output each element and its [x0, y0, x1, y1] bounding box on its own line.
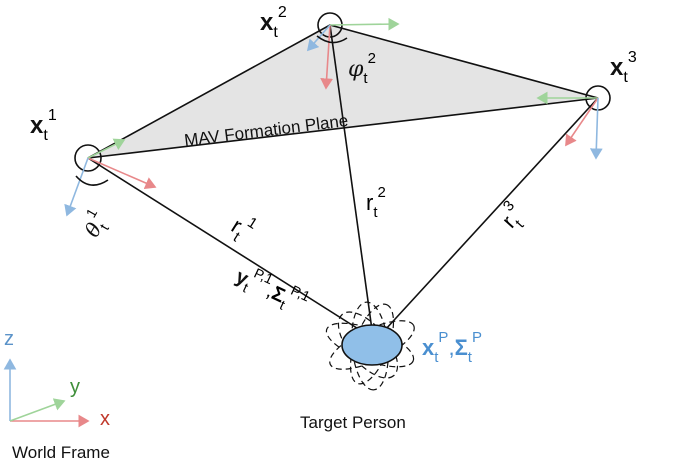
- world-frame-axes: [3, 358, 90, 428]
- world-axis-z: z: [4, 328, 14, 350]
- svg-text:rt1: rt1: [224, 208, 260, 250]
- svg-text:xt3: xt3: [610, 49, 637, 86]
- svg-text:rt2: rt2: [366, 184, 386, 221]
- mav-3: [536, 85, 611, 160]
- range-label-1: rt1: [224, 208, 260, 250]
- target-person-label: Target Person: [300, 413, 406, 432]
- range-label-3: rt3: [492, 197, 533, 237]
- svg-text:xt2: xt2: [260, 4, 287, 41]
- measurement-label: ytP,1,ΣtP,1: [230, 258, 313, 321]
- svg-text:rt3: rt3: [492, 197, 533, 237]
- svg-text:θt1: θt1: [75, 205, 116, 243]
- pose-label-3: xt3: [610, 49, 637, 86]
- svg-text:ytP,1,ΣtP,1: ytP,1,ΣtP,1: [230, 258, 312, 321]
- world-axis-x: x: [100, 408, 110, 430]
- formation-plane: [87, 24, 599, 159]
- world-frame-label: World Frame: [12, 443, 110, 462]
- svg-text:xt1: xt1: [30, 107, 57, 144]
- svg-text:φt2: φt2: [348, 50, 376, 87]
- target-state-label: xtP,ΣtP: [422, 329, 482, 366]
- svg-text:xtP,ΣtP: xtP,ΣtP: [422, 329, 482, 366]
- range-line-3: [384, 97, 599, 331]
- range-label-2: rt2: [366, 184, 386, 221]
- range-line-2: [329, 24, 373, 331]
- pose-label-2: xt2: [260, 4, 287, 41]
- mav-2: [306, 12, 400, 90]
- angle-label-theta: θt1: [75, 205, 116, 243]
- pose-label-1: xt1: [30, 107, 57, 144]
- mav-1: [64, 138, 157, 217]
- world-axis-y: y: [70, 376, 80, 398]
- angle-label-phi: φt2: [348, 50, 376, 87]
- range-line-1: [87, 157, 361, 331]
- target-person-ellipse: [341, 324, 403, 366]
